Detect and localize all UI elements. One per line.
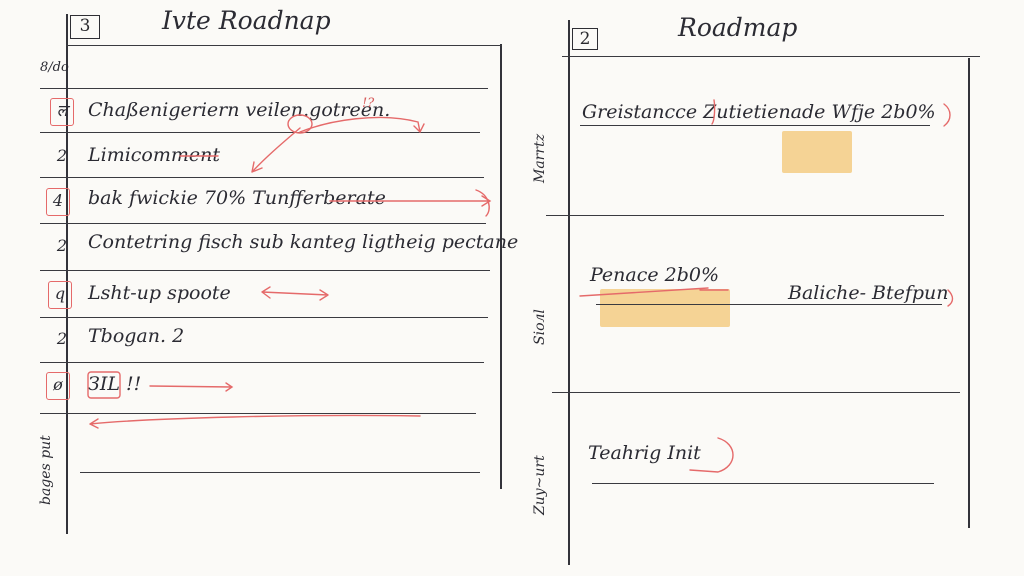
pen-stroke — [689, 437, 734, 473]
row-text: Limicomment — [88, 144, 221, 166]
right-panel-number: 2 — [572, 28, 598, 50]
arrow-icon — [299, 116, 425, 134]
left-panel-number: 3 — [70, 15, 100, 39]
highlight-swatch — [600, 289, 730, 327]
row-marker: q — [48, 281, 72, 309]
divider — [40, 317, 488, 319]
section-text: Greistancce Zutietienade Wfje 2b0% — [582, 101, 936, 123]
row-marker: ø — [46, 372, 70, 400]
divider — [40, 362, 484, 364]
divider — [552, 392, 960, 394]
divider — [562, 56, 980, 58]
arrow-icon — [149, 382, 234, 392]
row-text: Chaßenigeriern veilen.gotreen. — [88, 99, 391, 121]
pen-stroke — [947, 289, 954, 307]
arrow-icon — [329, 195, 492, 207]
row-marker: ल — [50, 98, 74, 126]
left-panel-right-border — [500, 44, 502, 489]
divider — [66, 45, 502, 47]
corner-note: 8/do — [40, 60, 69, 75]
box-mark — [87, 371, 121, 399]
underline — [580, 125, 930, 127]
right-panel-right-border — [968, 58, 970, 528]
right-panel-title: Roadmap — [678, 13, 798, 42]
divider — [546, 215, 944, 217]
row-marker: 4 — [46, 188, 70, 216]
highlight-swatch — [782, 131, 852, 173]
underline — [592, 483, 934, 485]
divider — [40, 177, 484, 179]
row-text: bak fwickie 70% Tunfferberate — [88, 187, 386, 209]
arrow-icon — [89, 414, 421, 429]
divider — [80, 472, 480, 474]
pen-stroke — [711, 99, 716, 125]
row-marker: 2 — [56, 146, 68, 165]
pen-stroke — [475, 189, 490, 217]
pen-stroke — [943, 103, 951, 127]
divider — [40, 132, 480, 134]
left-panel-title: Ivte Roadnap — [162, 6, 331, 35]
arrow-icon — [251, 127, 301, 173]
row-marker: 2 — [56, 236, 68, 255]
row-text: ЗIL !! — [88, 373, 142, 395]
divider — [40, 270, 490, 272]
circle-mark — [287, 114, 313, 134]
underline — [596, 304, 942, 306]
section-text: Penace 2b0% — [590, 264, 720, 286]
double-arrow-icon — [261, 286, 329, 301]
section-text: Teahrig Init — [588, 442, 701, 464]
row-annotation: !? — [362, 96, 375, 111]
divider — [40, 88, 488, 90]
right-panel-left-border — [568, 20, 570, 565]
divider — [40, 413, 476, 415]
pen-stroke — [579, 287, 729, 297]
row-marker: 2 — [56, 329, 68, 348]
row-text: Lsht-up spoote — [88, 282, 231, 304]
row-text: Tbogan. 2 — [88, 325, 185, 347]
section-secondary-text: Baliche- Btefpun — [788, 282, 949, 304]
row-text: Contetring fisch sub kanteg ligtheig pec… — [88, 231, 519, 253]
divider — [40, 223, 486, 225]
left-panel-margin-line — [66, 14, 68, 534]
